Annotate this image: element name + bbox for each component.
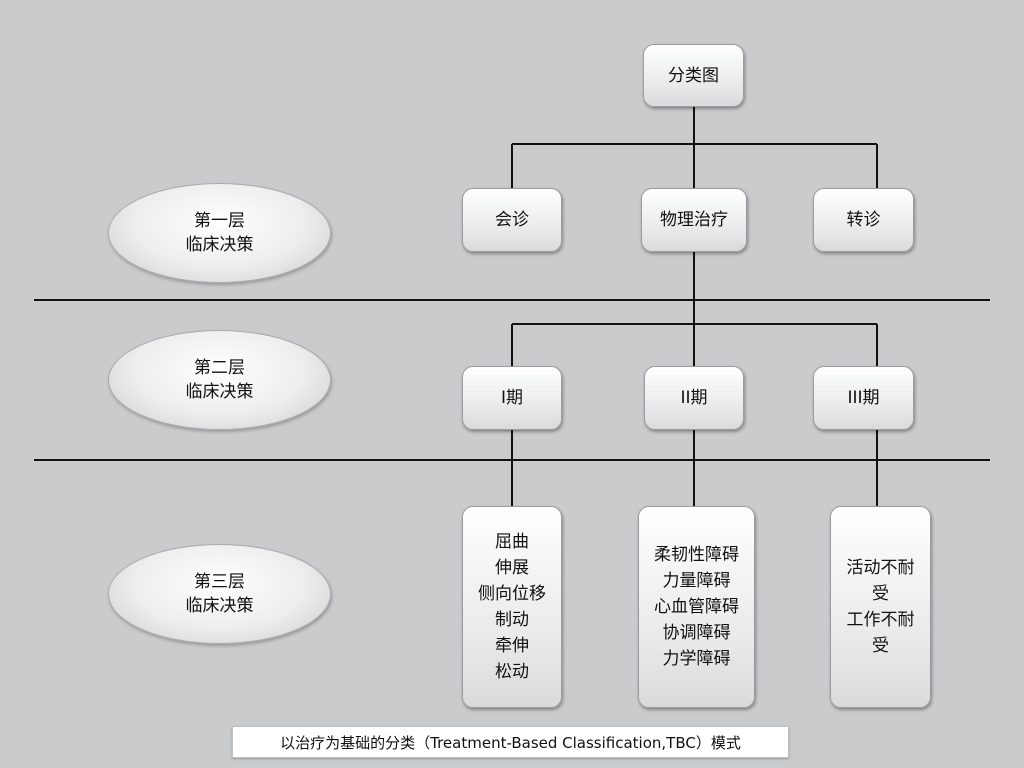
root-node: 分类图 — [643, 44, 744, 107]
level-3-name: 第三层 — [194, 572, 245, 592]
node-phase-2-label: II期 — [680, 388, 708, 408]
node-phase-2: II期 — [644, 366, 744, 430]
node-phase-2-impairments: 柔韧性障碍 力量障碍 心血管障碍 协调障碍 力学障碍 — [638, 506, 755, 708]
root-label: 分类图 — [668, 65, 719, 86]
level-2-ellipse: 第二层 临床决策 — [108, 330, 331, 430]
node-phase-1-treatments-text: 屈曲 伸展 侧向位移 制动 牵伸 松动 — [478, 532, 546, 682]
node-physical-therapy-label: 物理治疗 — [660, 210, 728, 230]
node-phase-3-intolerance-text: 活动不耐 受 工作不耐 受 — [846, 558, 915, 656]
node-phase-3: III期 — [813, 366, 914, 430]
level-1-desc: 临床决策 — [185, 235, 254, 255]
level-2-name: 第二层 — [194, 358, 245, 378]
node-huizhen-label: 会诊 — [495, 210, 529, 230]
level-3-desc: 临床决策 — [185, 596, 254, 616]
diagram-caption: 以治疗为基础的分类（Treatment-Based Classification… — [232, 726, 789, 758]
node-phase-3-intolerance: 活动不耐 受 工作不耐 受 — [830, 506, 931, 708]
node-zhuanzhen-label: 转诊 — [846, 210, 881, 230]
node-zhuanzhen: 转诊 — [813, 188, 914, 252]
node-phase-3-label: III期 — [847, 388, 880, 408]
level-2-desc: 临床决策 — [185, 382, 254, 402]
node-phase-2-impairments-text: 柔韧性障碍 力量障碍 心血管障碍 协调障碍 力学障碍 — [654, 545, 739, 669]
level-3-ellipse: 第三层 临床决策 — [108, 544, 331, 644]
node-phase-1-label: I期 — [500, 388, 523, 408]
node-physical-therapy: 物理治疗 — [641, 188, 747, 252]
level-1-ellipse: 第一层 临床决策 — [108, 183, 331, 283]
node-phase-1: I期 — [462, 366, 562, 430]
level-1-name: 第一层 — [194, 211, 245, 231]
node-phase-1-treatments: 屈曲 伸展 侧向位移 制动 牵伸 松动 — [462, 506, 562, 708]
diagram-caption-text: 以治疗为基础的分类（Treatment-Based Classification… — [280, 733, 741, 752]
node-huizhen: 会诊 — [462, 188, 562, 252]
